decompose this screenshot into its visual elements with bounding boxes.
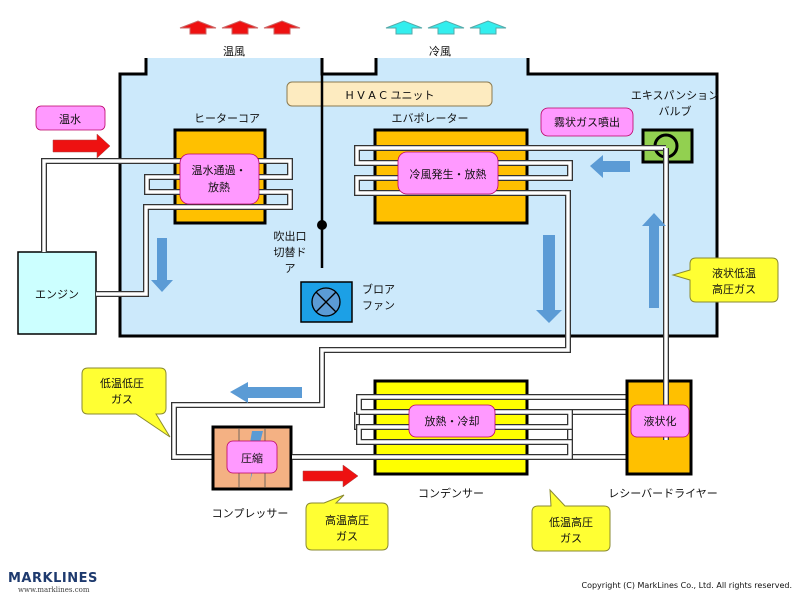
condenser-action-box <box>408 404 496 438</box>
liquid-gas-callout <box>671 257 779 303</box>
hvac-divider-duct <box>320 58 378 76</box>
liquefy-label: 液状化 <box>644 414 677 428</box>
high-temp-high-pressure-label-1: 高温高圧 <box>325 513 369 527</box>
blower-fan-label-1: ブロア <box>362 282 395 296</box>
warm-air-label: 温風 <box>223 45 245 58</box>
heater-core-action-1: 温水通過・ <box>192 164 247 177</box>
evaporator-label: エバポレーター <box>392 112 469 125</box>
receiver-dryer-label: レシーバードライヤー <box>608 487 718 500</box>
evaporator-action-box <box>397 151 499 195</box>
heater-core-action-2: 放熱 <box>208 180 230 194</box>
mist-gas-label-box <box>540 107 634 137</box>
cool-air-arrow-icon <box>385 20 423 35</box>
hot-water-arrow-icon <box>52 133 111 159</box>
liquid-gas-label-2: 高圧ガス <box>712 282 756 296</box>
cool-air-arrow-icon <box>469 20 507 35</box>
logo-url: www.marklines.com <box>18 586 90 594</box>
low-temp-low-pressure-label-1: 低温低圧 <box>100 377 144 390</box>
flow-arrow-left-icon <box>230 382 302 403</box>
flow-arrow-right-icon <box>302 464 359 488</box>
outlet-door-label-3: ア <box>285 262 296 275</box>
warm-air-arrow-icon <box>179 20 217 35</box>
low-temp-high-pressure-callout <box>531 488 611 552</box>
hvac-unit-label: H V A C ユニット <box>346 89 435 102</box>
flow-arrow-down-icon <box>536 235 562 323</box>
engine-box <box>17 251 97 335</box>
high-temp-high-pressure-callout <box>305 494 389 551</box>
cool-air-label: 冷風 <box>429 45 451 58</box>
engine-label: エンジン <box>35 288 79 301</box>
warm-air-arrow-icon <box>263 20 301 35</box>
cool-air-arrows <box>385 20 507 35</box>
outlet-door-label-2: 切替ド <box>274 245 307 259</box>
heater-core-label: ヒーターコア <box>194 112 260 125</box>
hvac-unit-label-box <box>286 81 493 107</box>
flow-arrow-up-icon <box>642 213 666 308</box>
warm-air-arrow-icon <box>221 20 259 35</box>
copyright-notice: Copyright (C) MarkLines Co., Ltd. All ri… <box>581 581 793 590</box>
heater-core-action-box <box>179 153 260 205</box>
flow-arrow-down-icon <box>151 238 173 292</box>
liquefy-label-box <box>630 404 690 438</box>
warm-air-arrows <box>179 20 301 35</box>
evaporator-action-label: 冷風発生・放熱 <box>410 167 487 181</box>
logo-text: MARKLINES <box>8 571 98 586</box>
hot-water-label: 温水 <box>59 113 81 126</box>
condenser-pipes <box>292 394 647 460</box>
outlet-door-label-1: 吹出口 <box>274 229 307 243</box>
condenser-action-label: 放熱・冷却 <box>425 414 480 428</box>
low-temp-high-pressure-label-2: ガス <box>560 532 582 545</box>
compressor-label: コンプレッサー <box>212 507 289 520</box>
outlet-door-pivot <box>317 220 327 230</box>
hvac-unit-outline <box>118 58 719 338</box>
high-temp-high-pressure-label-2: ガス <box>336 530 358 543</box>
low-temp-low-pressure-label-2: ガス <box>111 393 133 406</box>
liquid-gas-label-1: 液状低温 <box>712 266 756 280</box>
low-temp-low-pressure-callout <box>81 367 171 438</box>
low-temp-high-pressure-label-1: 低温高圧 <box>549 515 593 529</box>
cool-air-arrow-icon <box>427 20 465 35</box>
compress-label: 圧縮 <box>241 451 263 465</box>
flow-arrow-left-icon <box>590 155 630 178</box>
compress-label-box <box>226 440 278 474</box>
blower-fan-label-2: ファン <box>362 299 395 312</box>
hot-water-label-box <box>35 105 106 131</box>
condenser-label: コンデンサー <box>418 486 484 500</box>
expansion-valve-label-2: バルブ <box>659 104 692 118</box>
expansion-valve-label-1: エキスパンション <box>631 89 719 102</box>
mist-gas-label: 霧状ガス噴出 <box>554 115 620 129</box>
marklines-logo: MARKLINES www.marklines.com <box>8 571 98 594</box>
